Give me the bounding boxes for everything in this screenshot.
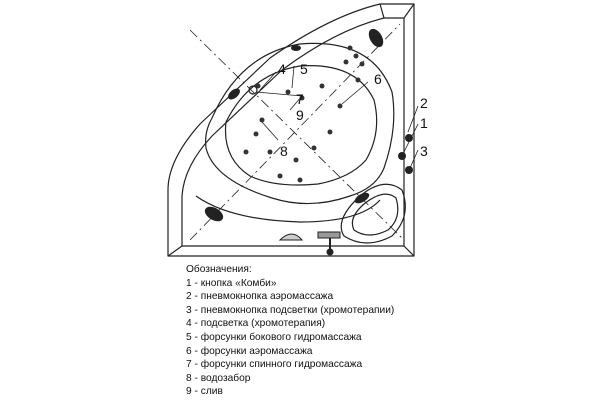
legend-title: Обозначения: [186, 264, 252, 275]
legend-item-8: 8 - водозабор [186, 372, 251, 384]
callout-4: 4 [278, 61, 286, 77]
legend: Обозначения: 1 - кнопка «Комби» 2 - пнев… [186, 263, 486, 399]
jets-group [243, 45, 365, 183]
centre-line-2 [189, 29, 405, 241]
callout-6: 6 [374, 71, 382, 87]
legend-item-6: 6 - форсунки аэромассажа [186, 345, 313, 357]
centre-line-1 [189, 23, 401, 241]
tub-headrest [340, 183, 406, 244]
light-button-icon [405, 166, 413, 174]
pad-top [368, 28, 384, 48]
corner-line-bottom [167, 245, 183, 257]
callout-5: 5 [300, 61, 308, 77]
aero-button-icon [398, 152, 406, 160]
callout-1: 1 [420, 115, 428, 131]
pad-top-right [291, 45, 301, 51]
callout-3: 3 [420, 143, 428, 159]
callout-9: 9 [296, 107, 304, 123]
pad-upper-left [228, 88, 240, 100]
legend-item-5: 5 - форсунки бокового гидромассажа [186, 331, 362, 343]
legend-item-1: 1 - кнопка «Комби» [186, 277, 277, 289]
legend-item-3: 3 - пневмокнопка подсветки (хромотерапии… [186, 304, 395, 316]
legend-item-2: 2 - пневмокнопка аэромассажа [186, 291, 334, 303]
tub-outer-rim [167, 3, 415, 257]
callout-2: 2 [420, 95, 428, 111]
legend-item-4: 4 - подсветка (хромотерапия) [186, 318, 326, 330]
corner-line-top [403, 3, 415, 19]
tub-step [195, 195, 381, 223]
tub-headrest-inner [351, 193, 399, 236]
legend-item-9: 9 - слив [186, 386, 223, 398]
callout-8: 8 [280, 143, 288, 159]
bathtub-diagram: 1 2 3 4 5 6 7 8 9 [167, 3, 428, 257]
corner-line-right-bottom [403, 245, 415, 257]
legend-item-7: 7 - форсунки спинного гидромассажа [186, 359, 363, 371]
corner-line-left-top [379, 3, 385, 19]
pad-right-lower [354, 192, 370, 204]
tub-seat-line [224, 65, 378, 186]
pad-left [204, 206, 224, 222]
combi-button-icon [405, 134, 413, 142]
light-ring-icon [248, 85, 258, 95]
tub-basin [205, 42, 395, 205]
callout-7: 7 [296, 91, 304, 107]
tub-inner-rim [181, 17, 405, 247]
drain-fitting [278, 231, 341, 256]
